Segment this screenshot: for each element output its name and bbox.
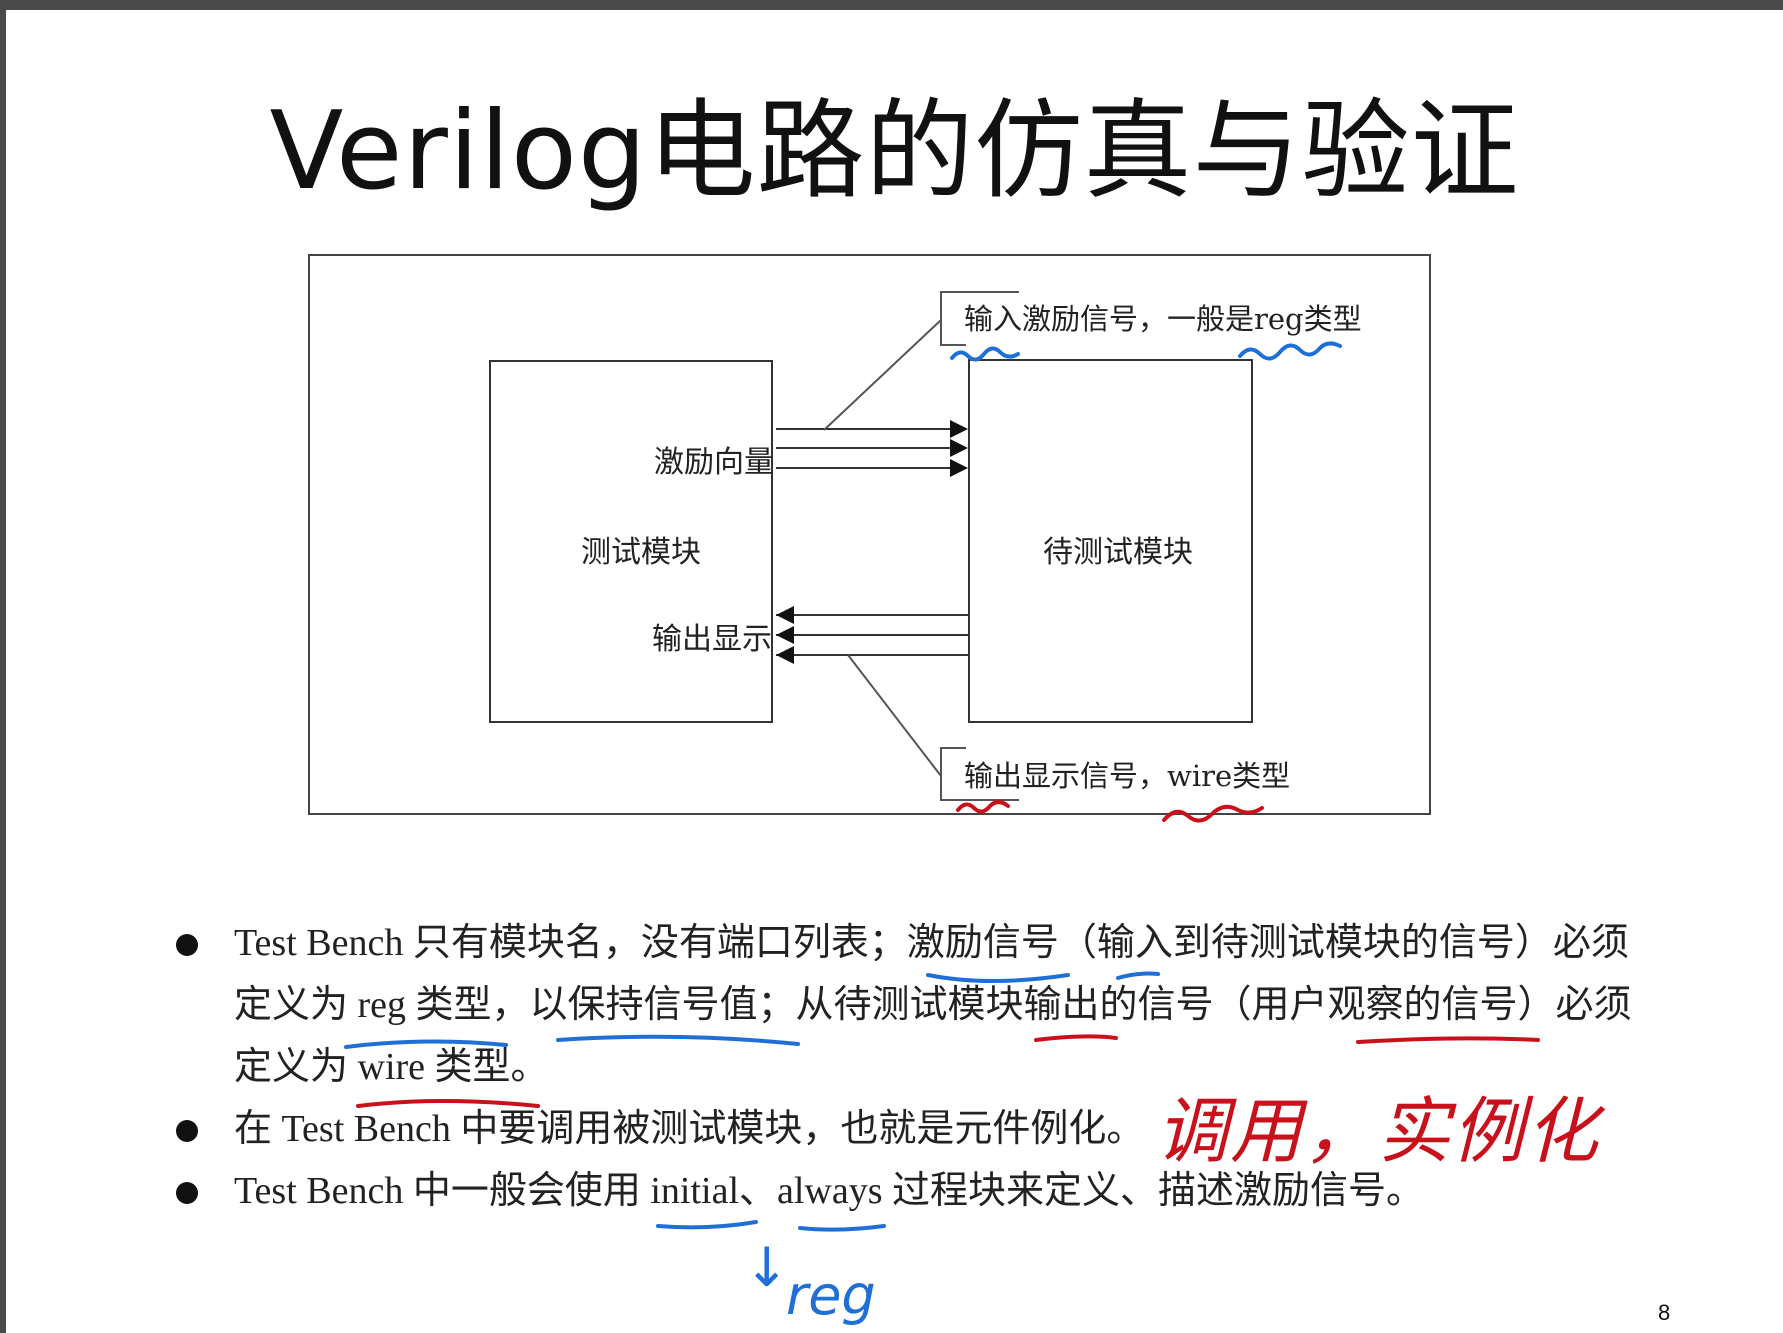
handwritten-red-note: 调用，实例化 [1156, 1089, 1601, 1173]
output-callout-box [940, 747, 1019, 801]
input-leader-line [823, 319, 942, 431]
testbench-diagram: 激励向量 测试模块 输出显示 待测试模块 输入激励信号，一般是reg类型 输出显… [308, 254, 1540, 1232]
dut-module-label: 待测试模块 [1043, 535, 1193, 570]
stimulus-vector-label: 激励向量 [654, 445, 774, 480]
diagram-annotation-marks [950, 341, 1342, 823]
output-arrowheads [776, 606, 794, 664]
diagram-frame [308, 254, 1431, 815]
stimulus-arrowheads [950, 420, 968, 477]
bullet-1-line-3: 定义为 wire 类型。 [234, 1046, 549, 1088]
dut-module-box [968, 359, 1253, 723]
output-display-label: 输出显示 [652, 622, 772, 657]
bullet-annotation-marks [344, 971, 1540, 1232]
output-leader-line [847, 654, 942, 777]
bullet-3-line-1: Test Bench 中一般会使用 initial、always 过程块来定义、… [234, 1170, 1425, 1212]
slide: Verilog电路的仿真与验证 [6, 10, 1783, 1333]
test-module-label: 测试模块 [581, 535, 701, 570]
page-number: 8 [1658, 1300, 1671, 1325]
stimulus-arrows [776, 428, 966, 469]
bullet-dot-icon [176, 1182, 198, 1204]
bullet-dot-icon [176, 934, 198, 956]
slide-title: Verilog电路的仿真与验证 [269, 89, 1520, 214]
output-arrows [776, 614, 969, 656]
handwritten-arrow-icon: ↓ [744, 1236, 790, 1299]
handwritten-blue-note: reg [786, 1264, 876, 1327]
output-callout-text: 输出显示信号，wire类型 [964, 759, 1290, 793]
bullet-1-line-2: 定义为 reg 类型，以保持信号值；从待测试模块输出的信号（用户观察的信号）必须 [234, 984, 1632, 1026]
bullet-2-line-1: 在 Test Bench 中要调用被测试模块，也就是元件例化。 [234, 1108, 1145, 1150]
test-module-box [489, 360, 773, 723]
bullet-dot-icon [176, 1120, 198, 1142]
input-callout-text: 输入激励信号，一般是reg类型 [964, 302, 1362, 336]
input-callout-box [940, 291, 1019, 346]
bullet-1-line-1: Test Bench 只有模块名，没有端口列表；激励信号（输入到待测试模块的信号… [234, 922, 1629, 964]
